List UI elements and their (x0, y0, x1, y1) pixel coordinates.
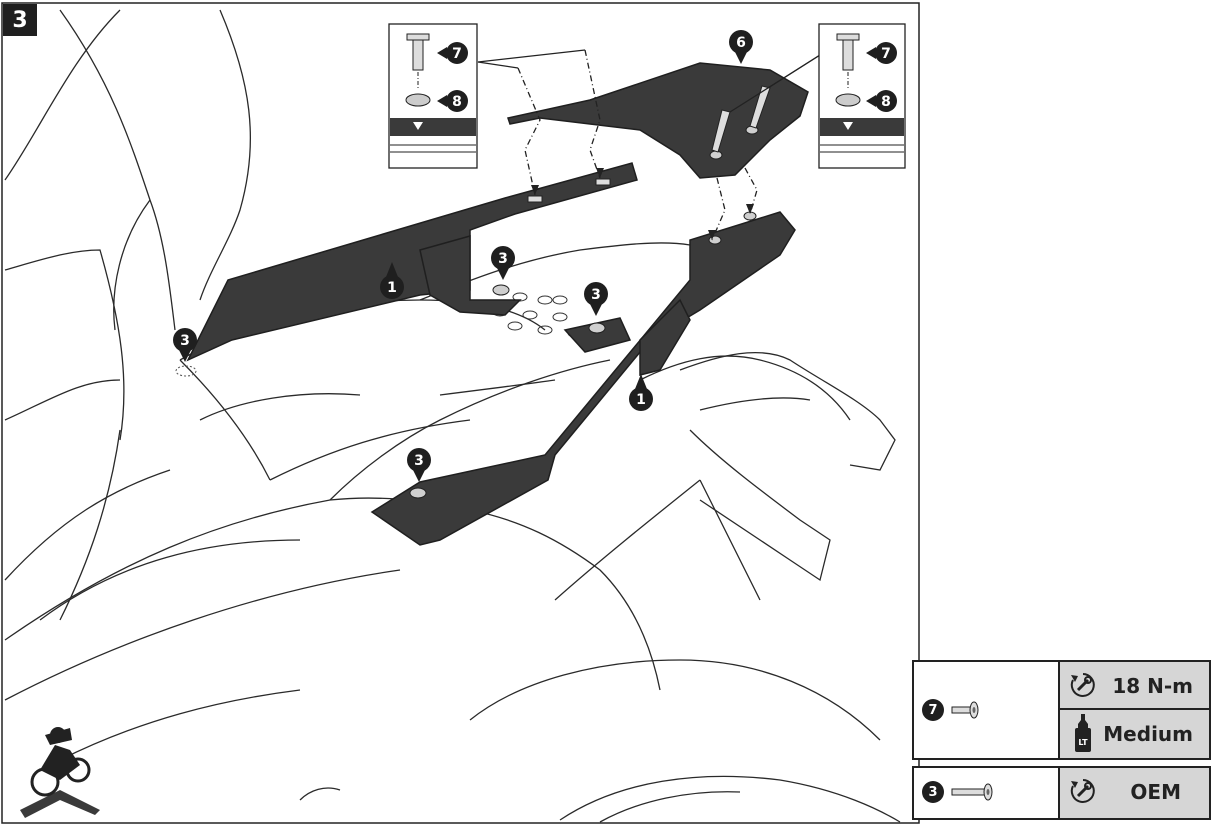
left-rack-arm (186, 162, 638, 362)
callout-3-c: 3 (591, 287, 601, 303)
callout-3-d: 3 (414, 453, 424, 469)
bolt-icon (951, 783, 993, 801)
callout-7-right: 7 (881, 46, 891, 62)
callout-labels: 1 1 3 3 3 3 6 7 7 8 8 (180, 35, 891, 469)
right-rack-arm (370, 211, 796, 546)
top-plate (507, 62, 809, 179)
screw-icon (951, 701, 979, 719)
spec-values-cell: 18 N-m LT Medium (1060, 662, 1209, 758)
torque-row: 18 N-m (1060, 662, 1209, 710)
slot-right (595, 178, 611, 186)
threadlocker-bottle-icon: LT (1075, 714, 1091, 752)
callout-3-b: 3 (498, 251, 508, 267)
torque-value-oem: OEM (1130, 780, 1181, 804)
spec-table-screw: 7 18 N-m LT (912, 660, 1211, 760)
callout-8-left: 8 (452, 94, 462, 110)
slot-left (527, 195, 543, 203)
rider-orientation-icon (20, 727, 100, 818)
torque-wrench-icon (1070, 673, 1095, 697)
spec-part-cell: 3 (914, 768, 1060, 818)
leader-lines (477, 49, 821, 113)
arrows (531, 168, 754, 240)
callout-1-right: 1 (636, 392, 646, 408)
callout-markers (173, 30, 897, 482)
left-rack-bracket (419, 235, 522, 316)
spec-values-cell: OEM (1060, 768, 1209, 818)
callout-7-left: 7 (452, 46, 462, 62)
spec-table-bolt: 3 OEM (912, 766, 1211, 820)
threadlocker-label: LT (1078, 738, 1088, 747)
callout-8-right: 8 (881, 94, 891, 110)
callout-1-left: 1 (387, 280, 397, 296)
part-number-badge: 3 (922, 781, 944, 803)
torque-wrench-icon (1070, 779, 1095, 803)
threadlock-row: LT Medium (1060, 710, 1209, 758)
right-rack-lower-bracket (639, 298, 691, 376)
callout-6: 6 (736, 35, 746, 51)
torque-value: 18 N-m (1112, 674, 1193, 698)
bolt-heads (409, 211, 757, 499)
callout-3-a: 3 (180, 333, 190, 349)
inserted-screws (711, 85, 771, 153)
spec-part-cell: 7 (914, 662, 1060, 758)
step-number: 3 (3, 4, 37, 36)
right-rack-mid-plate (563, 317, 632, 353)
motorcycle-outline (4, 9, 901, 823)
threadlock-value: Medium (1103, 722, 1193, 746)
hidden-bolt-location (175, 365, 197, 377)
part-number-badge: 7 (922, 699, 944, 721)
main-frame (1, 2, 920, 824)
